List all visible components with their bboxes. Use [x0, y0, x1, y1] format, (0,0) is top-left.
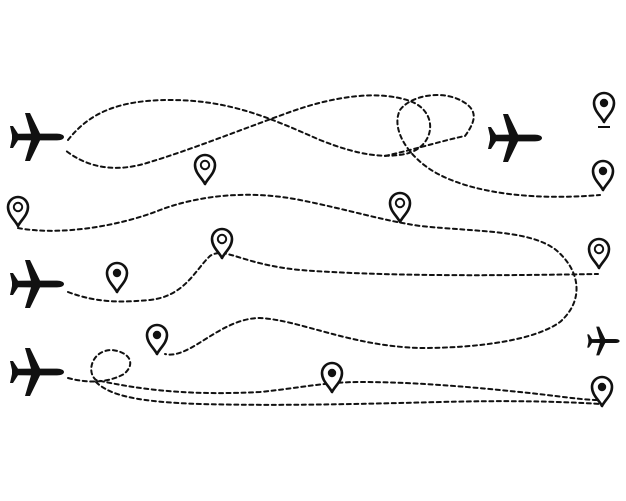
- location-pin-icon-row3-b: [210, 227, 234, 260]
- route-top-loop: [64, 94, 431, 169]
- location-pin-icon-row3-a: [105, 261, 129, 294]
- route-third: [67, 252, 599, 303]
- location-pin-icon-row4-mid: [320, 361, 344, 394]
- airplane-icon-top-right: [488, 114, 542, 162]
- airplane-icon-bottom-left: [10, 348, 64, 396]
- airplane-icon-middle-left: [10, 260, 64, 308]
- location-pin-icon-row3-right: [587, 237, 611, 270]
- location-pin-icon-right-2: [591, 159, 615, 192]
- pins-layer: [6, 91, 616, 408]
- route-top-loop-exit: [384, 94, 601, 198]
- location-pin-icon-bottom-right: [590, 375, 614, 408]
- location-pin-icon-top-right: [592, 91, 616, 128]
- route-bottom-lower: [95, 381, 601, 406]
- route-bottom-upper: [67, 348, 601, 401]
- airplane-icon-small-right: [587, 326, 620, 356]
- airplane-icon-top-left: [10, 113, 64, 161]
- location-pin-icon-row2-left: [6, 195, 30, 228]
- location-pin-icon-row4-left: [145, 323, 169, 356]
- location-pin-icon-row2-mid: [193, 153, 217, 186]
- routes-layer: [17, 94, 601, 406]
- location-pin-icon-row2-right: [388, 191, 412, 224]
- route-second: [17, 193, 578, 356]
